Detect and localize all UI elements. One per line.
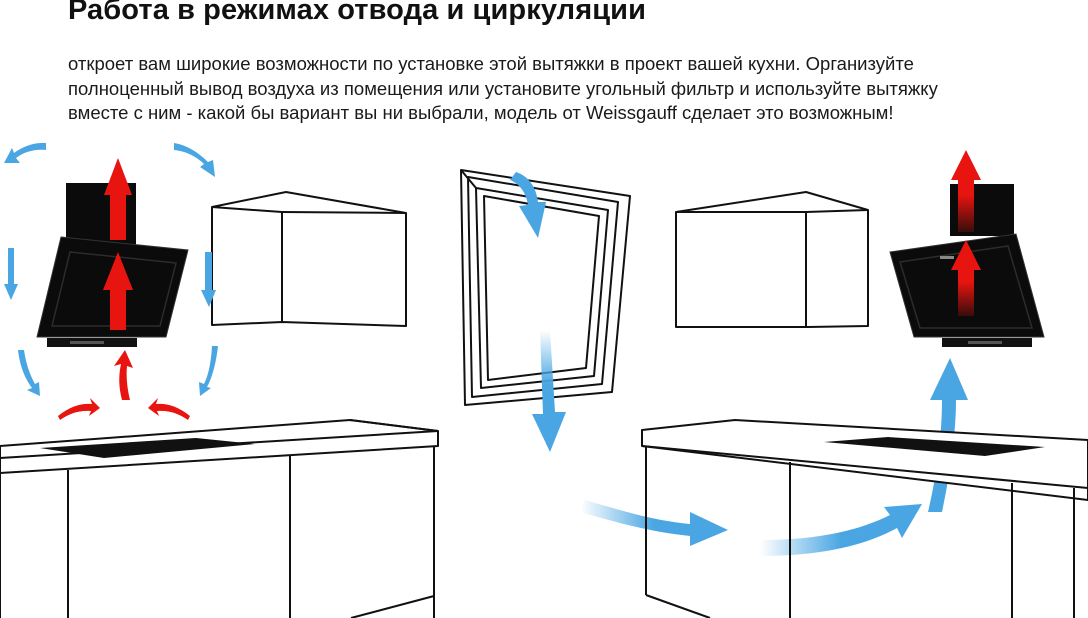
right-wall-cabinet — [675, 191, 869, 328]
window-frame — [460, 169, 631, 406]
left-blue-circulation-arrows — [4, 142, 218, 396]
left-base-cabinets — [0, 447, 435, 618]
left-red-intake-arrows — [58, 350, 190, 420]
left-cooktop — [40, 438, 255, 458]
left-red-exhaust-arrows — [103, 158, 133, 330]
description-text: откроет вам широкие возможности по устан… — [68, 52, 1068, 126]
right-base-cabinets — [645, 447, 1075, 618]
description-line-1: откроет вам широкие возможности по устан… — [68, 53, 914, 74]
page-title: Работа в режимах отвода и циркуляции — [68, 0, 647, 26]
description-line-2: полноценный вывод воздуха из помещения и… — [68, 77, 938, 99]
window-blue-arrows — [510, 172, 566, 452]
right-countertop — [641, 419, 1088, 501]
left-wall-cabinet — [211, 191, 407, 327]
right-cooktop — [824, 437, 1045, 456]
description-line-3: вместе с ним - какой бы вариант вы ни вы… — [68, 102, 894, 123]
right-red-exhaust-arrows — [951, 150, 981, 316]
floor-blue-arrows — [580, 500, 922, 556]
